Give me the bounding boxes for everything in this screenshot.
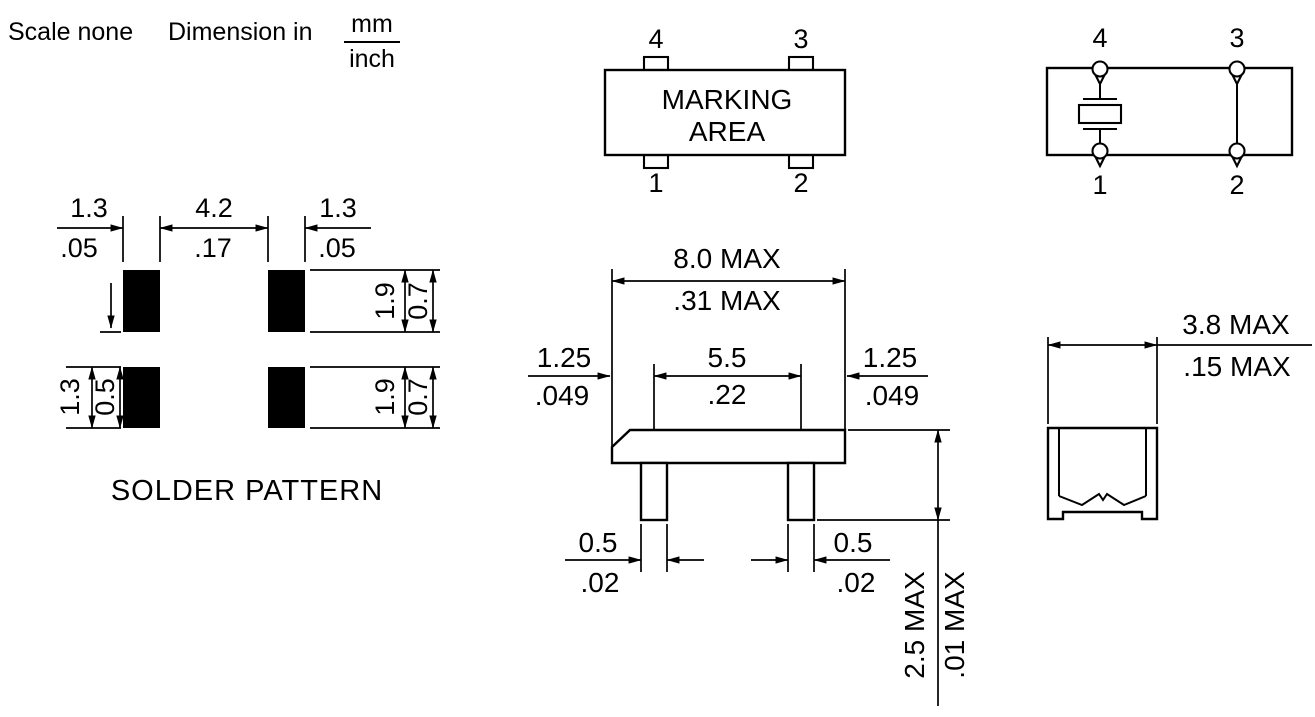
unit-inch-label: inch [349,45,395,73]
dim-pad-width-right-mm: 1.3 [319,193,357,223]
front-view-extension-lines [611,269,950,572]
top-view: MARKING AREA 4 3 1 2 [603,24,847,198]
dim-edge-left-in: .049 [535,380,590,411]
bottom-view: 4 3 1 2 [1045,23,1294,200]
solder-pad-bottom-left [123,367,160,428]
front-view-dimension-lines [528,277,942,706]
dim-lead-width-left-in: .02 [581,567,620,598]
bottom-view-pin2-marker [1228,142,1246,169]
dim-edge-left-mm: 1.25 [537,342,592,373]
solder-pad-top-left [123,270,160,332]
dim-pad-height-bottom-aux: 0.7 [403,378,433,416]
top-view-pin2-tab [787,153,815,170]
dim-lead-span-mm: 5.5 [708,342,747,373]
side-view: 3.8 MAX .15 MAX [1046,309,1312,521]
header: Scale none Dimension in mm inch [8,10,400,73]
marking-area-line2: AREA [689,116,766,147]
solder-pattern-dimension-lines [57,224,437,429]
dim-lead-width-left-mm: 0.5 [579,527,618,558]
bottom-view-pin4-marker [1091,60,1109,87]
dim-lead-width-right-mm: 0.5 [834,527,873,558]
dim-pad-gap-mm: 4.2 [195,193,233,223]
dim-pad-height-top-mm: 1.9 [370,282,400,320]
solder-pattern-view: 1.3 .05 4.2 .17 1.3 .05 1.3 0.5 1.9 0.7 … [55,193,440,507]
dim-lead-width-right-in: .02 [837,567,876,598]
dim-body-width-mm: 8.0 MAX [673,243,781,274]
dim-edge-right-in: .049 [865,380,920,411]
crystal-symbol [1077,98,1123,130]
bottom-view-pin1-marker [1091,142,1109,169]
top-view-pin2-number: 2 [793,168,808,198]
dim-height-in: .01 MAX [939,571,970,679]
top-view-pin3-number: 3 [793,24,808,54]
bottom-view-pin3-number: 3 [1229,23,1244,53]
dim-lead-span-in: .22 [708,379,747,410]
dim-pad-width-right-in: .05 [318,233,356,263]
solder-pattern-extension-lines [66,216,440,429]
top-view-pin1-number: 1 [648,168,663,198]
scale-label: Scale none [8,18,133,46]
top-view-pin1-tab [642,153,670,170]
front-view-right-lead [786,461,816,522]
dim-pad-offset-mm: 1.3 [55,378,85,416]
dim-pad-gap-in: .17 [194,233,232,263]
dim-pad-width-left-mm: 1.3 [70,193,108,223]
dim-body-width-in: .31 MAX [673,285,781,316]
solder-pattern-title: SOLDER PATTERN [111,475,383,507]
top-view-pin3-tab [787,55,815,72]
side-view-extension-lines [1047,337,1158,424]
side-view-body [1046,426,1159,521]
bottom-view-pin2-number: 2 [1229,170,1244,200]
top-view-pin4-tab [642,55,670,72]
dim-pad-height-bottom-mm: 1.9 [370,378,400,416]
bottom-view-pin4-number: 4 [1092,23,1107,53]
bottom-view-pin1-number: 1 [1092,170,1107,200]
dim-pad-height-top-aux: 0.7 [403,282,433,320]
front-view-body [610,428,847,465]
dim-depth-in: .15 MAX [1183,351,1291,382]
dim-depth-mm: 3.8 MAX [1182,309,1290,340]
unit-mm-label: mm [351,10,393,38]
solder-pad-top-right [268,270,305,332]
dim-edge-right-mm: 1.25 [863,342,918,373]
front-view-left-lead [639,461,669,522]
solder-pad-bottom-right [268,367,305,428]
dim-height-mm: 2.5 MAX [899,571,930,679]
marking-area-line1: MARKING [662,84,793,115]
dim-pad-width-left-in: .05 [60,233,98,263]
dim-pad-offset-aux: 0.5 [90,378,120,416]
top-view-body [603,68,847,157]
bottom-view-pin3-marker [1228,60,1246,87]
side-view-inner-detail [1058,428,1147,507]
dimension-in-label: Dimension in [168,18,313,46]
front-view: 8.0 MAX .31 MAX 5.5 .22 1.25 .049 1.25 .… [528,243,970,706]
top-view-pin4-number: 4 [648,24,663,54]
